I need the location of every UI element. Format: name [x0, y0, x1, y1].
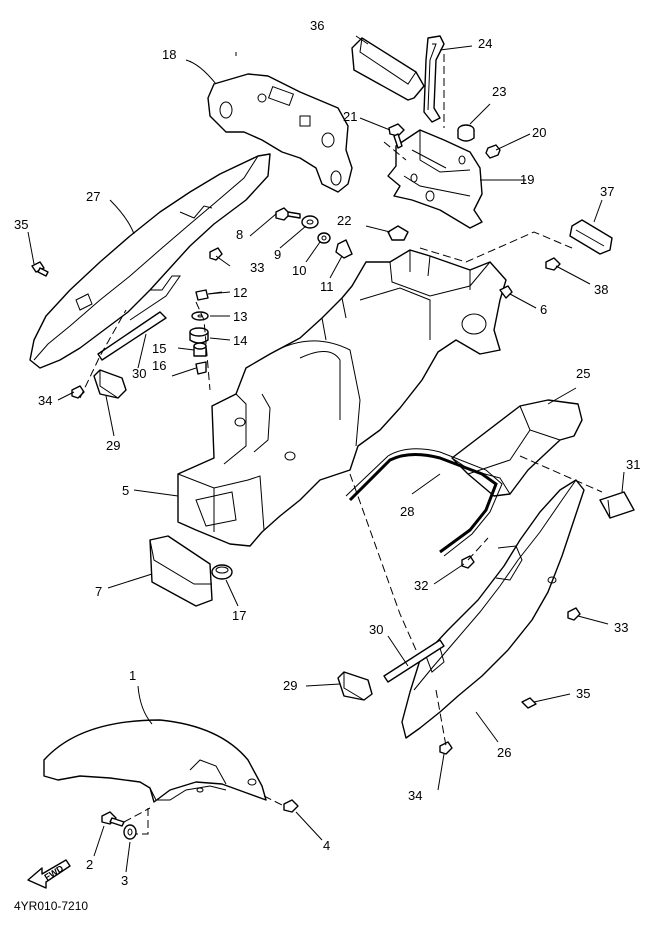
- callout-30-lower: 30: [369, 622, 383, 637]
- part-14-grommet: [189, 327, 209, 344]
- callout-27: 27: [86, 189, 100, 204]
- part-24-band: [423, 35, 445, 123]
- callout-4: 4: [323, 838, 330, 853]
- callout-2: 2: [86, 857, 93, 872]
- part-21-bolt: [388, 123, 405, 149]
- part-29-damper-upper: [93, 369, 127, 399]
- assembly-lines: [79, 52, 603, 835]
- callout-30-upper: 30: [132, 366, 146, 381]
- callout-19: 19: [520, 172, 534, 187]
- part-5-rear-fender: [177, 249, 507, 547]
- callout-38: 38: [594, 282, 608, 297]
- callout-28: 28: [400, 504, 414, 519]
- part-13-washer: [191, 311, 209, 321]
- part-28-grab-bar: [345, 448, 503, 557]
- part-9-collar: [301, 215, 319, 229]
- part-2-bolt: [101, 811, 125, 827]
- part-36-pad: [351, 37, 425, 101]
- part-25-rear-top-cover: [451, 399, 583, 497]
- part-34-screw-lower: [439, 741, 453, 755]
- callout-20: 20: [532, 125, 546, 140]
- callout-14: 14: [233, 333, 247, 348]
- callout-11: 11: [320, 279, 334, 294]
- fwd-arrow-icon: FWD: [27, 859, 71, 889]
- callout-22: 22: [337, 213, 351, 228]
- callout-7: 7: [95, 584, 102, 599]
- part-31-block: [599, 491, 635, 519]
- callout-31: 31: [626, 457, 640, 472]
- callout-29-lower: 29: [283, 678, 297, 693]
- callout-25: 25: [576, 366, 590, 381]
- part-7-flap: [149, 535, 213, 607]
- part-12-screw: [195, 289, 223, 301]
- part-32-screw: [461, 555, 475, 569]
- part-29-damper-lower: [337, 671, 373, 701]
- part-18-bracket-plate: [207, 73, 353, 193]
- callout-8: 8: [236, 227, 243, 242]
- callout-35-upper: 35: [14, 217, 28, 232]
- callout-29-upper: 29: [106, 438, 120, 453]
- callout-12: 12: [233, 285, 247, 300]
- callout-21: 21: [343, 109, 357, 124]
- callout-13: 13: [233, 309, 247, 324]
- callouts: 1 2 3 4 5 6 7 8 9 10 11 12 13 14 15 16 1…: [14, 18, 640, 888]
- part-16-nut: [195, 361, 207, 375]
- part-11-bracket: [335, 239, 353, 259]
- leader-lines: [27, 35, 625, 873]
- part-17-grommet: [211, 564, 233, 580]
- callout-32: 32: [414, 578, 428, 593]
- part-23-nut: [457, 124, 475, 142]
- part-20-damper: [485, 144, 501, 159]
- callout-3: 3: [121, 873, 128, 888]
- part-22-clip: [387, 225, 409, 241]
- part-33-screw-upper: [209, 247, 223, 261]
- part-35-screw-upper: [31, 261, 49, 277]
- callout-34-upper: 34: [38, 393, 52, 408]
- part-8-bolt: [275, 207, 301, 221]
- callout-33-upper: 33: [250, 260, 264, 275]
- callout-34-lower: 34: [408, 788, 422, 803]
- part-30-strip-upper: [97, 311, 167, 361]
- callout-35-lower: 35: [576, 686, 590, 701]
- part-26-side-cover-right: [401, 479, 585, 739]
- diagram-code: 4YR010-7210: [14, 899, 88, 913]
- callout-36: 36: [310, 18, 324, 33]
- callout-37: 37: [600, 184, 614, 199]
- callout-10: 10: [292, 263, 306, 278]
- part-4-bolt: [283, 799, 299, 813]
- part-6-bolt: [499, 285, 513, 299]
- callout-24: 24: [478, 36, 492, 51]
- part-35-screw-lower: [521, 697, 537, 709]
- part-15-collar: [193, 342, 207, 357]
- callout-9: 9: [274, 247, 281, 262]
- callout-23: 23: [492, 84, 506, 99]
- callout-18: 18: [162, 47, 176, 62]
- callout-15: 15: [152, 341, 166, 356]
- part-3-collar: [123, 824, 137, 840]
- callout-17: 17: [232, 608, 246, 623]
- callout-16: 16: [152, 358, 166, 373]
- callout-6: 6: [540, 302, 547, 317]
- callout-5: 5: [122, 483, 129, 498]
- part-30-strip-lower: [383, 639, 445, 683]
- callout-1: 1: [129, 668, 136, 683]
- part-38-nut: [545, 257, 561, 271]
- part-33-screw-right: [567, 607, 581, 621]
- part-27-side-cover-left: [29, 153, 271, 369]
- part-19-bracket: [387, 129, 483, 229]
- part-1-front-fender: [43, 719, 267, 803]
- callout-26: 26: [497, 745, 511, 760]
- part-10-grommet: [317, 232, 331, 244]
- callout-33-lower: 33: [614, 620, 628, 635]
- part-37-reflector: [569, 219, 613, 255]
